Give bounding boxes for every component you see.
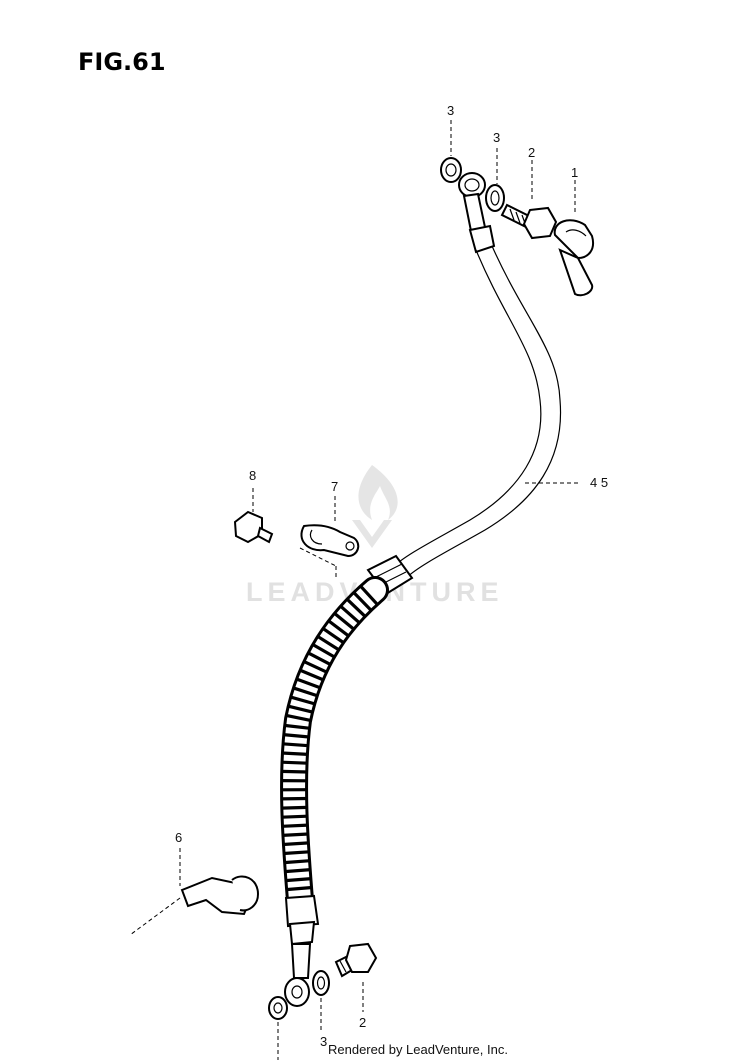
armor-rib xyxy=(311,642,336,659)
armor-rib xyxy=(321,626,345,645)
part-6-bracket xyxy=(129,875,260,936)
armor-rib xyxy=(283,850,310,856)
armor-rib xyxy=(282,841,309,847)
armor-ribs xyxy=(281,584,379,892)
armor-rib xyxy=(285,713,312,723)
armor-rib xyxy=(281,751,308,756)
armor-rib xyxy=(287,704,314,714)
armor-rib xyxy=(284,868,311,874)
callout-7: 7 xyxy=(331,479,338,494)
armor-rib xyxy=(285,885,313,892)
part-1-cap xyxy=(553,219,594,297)
part-3-washer-top-right xyxy=(485,184,505,212)
armor-rib xyxy=(327,619,350,638)
armor-rib xyxy=(281,805,308,810)
callout-1: 1 xyxy=(571,165,578,180)
armor-rib xyxy=(295,677,322,690)
callout-2-bottom: 2 xyxy=(359,1015,366,1030)
callout-3-top-left: 3 xyxy=(447,103,454,118)
armor-rib xyxy=(298,668,325,682)
armor-rib xyxy=(281,814,308,819)
armored-hose-section xyxy=(280,576,389,914)
armor-rib xyxy=(339,604,361,625)
armor-rib xyxy=(281,823,308,828)
callout-3-bottom: 3 xyxy=(320,1034,327,1049)
armor-rib xyxy=(345,597,367,618)
part-3-washer-bottom-left xyxy=(268,996,288,1020)
armor-rib xyxy=(283,733,310,739)
part-3-washer-top-left xyxy=(440,157,462,183)
callout-6: 6 xyxy=(175,830,182,845)
armor-rib xyxy=(292,686,319,698)
callout-3-top-right: 3 xyxy=(493,130,500,145)
armor-rib xyxy=(333,611,356,631)
armor-rib xyxy=(281,769,308,774)
armor-rib xyxy=(289,695,316,706)
armor-rib xyxy=(284,723,311,730)
part-7-clamp xyxy=(300,524,360,558)
part-3-washer-bottom xyxy=(312,970,330,996)
armor-rib xyxy=(316,634,341,652)
leader-lines xyxy=(179,120,580,1060)
lower-fitting xyxy=(284,894,320,1007)
callout-4-5: 4 5 xyxy=(590,475,608,490)
part-2-bottom-bolt xyxy=(334,942,378,978)
leadventure-flame-logo-icon xyxy=(352,465,398,548)
armor-rib xyxy=(359,584,379,606)
armor-rib xyxy=(302,659,328,674)
part-4-5-brake-hose xyxy=(366,172,562,596)
armor-rib xyxy=(283,859,311,865)
part-2-top-bolt xyxy=(500,203,558,240)
armor-rib xyxy=(282,832,309,837)
figure-title: FIG.61 xyxy=(78,48,166,76)
armor-rib xyxy=(285,877,312,883)
footer-credit: Rendered by LeadVenture, Inc. xyxy=(328,1042,508,1057)
part-8-bolt xyxy=(233,510,274,544)
callout-2-top: 2 xyxy=(528,145,535,160)
armor-rib xyxy=(281,760,308,765)
armor-rib xyxy=(282,742,309,748)
armor-rib xyxy=(352,590,373,612)
callout-8: 8 xyxy=(249,468,256,483)
armor-rib xyxy=(307,651,332,667)
